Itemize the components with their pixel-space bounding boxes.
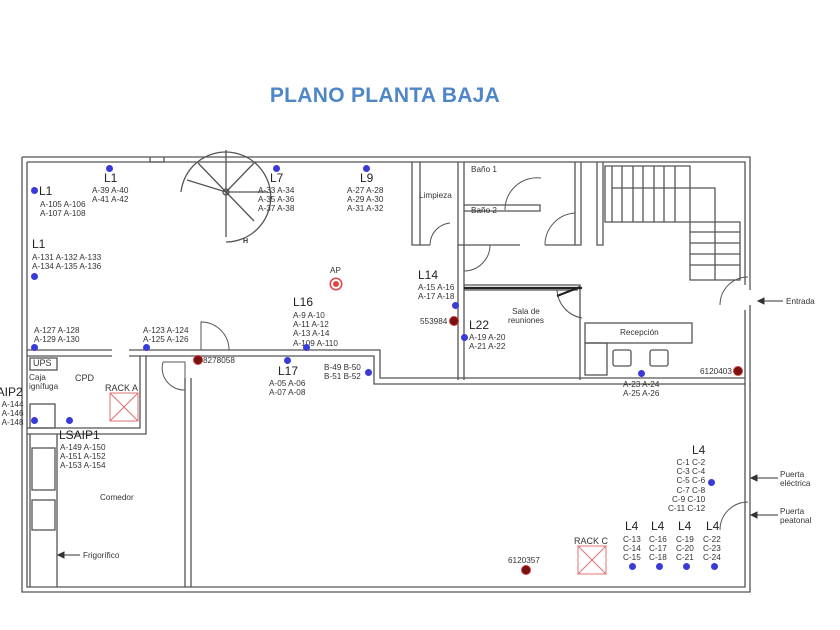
rack-c-label: RACK C [574,536,609,546]
point-name: L16 [293,295,314,309]
point-ports: C-1 C-2 C-3 C-4 C-5 C-6 C-7 C-8 C-9 C-10… [668,458,706,514]
point-name: L1 [39,184,53,198]
network-port-icon[interactable] [711,563,718,570]
point-name: L1 [104,171,118,185]
point-ports: B-49 B-50 B-51 B-52 [324,363,361,382]
point-ports: A-05 A-06 A-07 A-08 [269,379,306,398]
access-point-icon[interactable] [331,279,341,289]
room-bano-2: Baño 2 [471,206,497,215]
room-comedor: Comedor [100,493,134,502]
spiral-staircase [180,151,272,243]
point-ports: C-13 C-14 C-15 [623,535,641,563]
point-name: L4 [625,519,639,533]
rack-a-symbol [109,392,139,422]
stair-mark: H [243,238,249,245]
network-port-icon[interactable] [452,302,459,309]
network-port-icon[interactable] [143,344,150,351]
point-ports: A-23 A-24 A-25 A-26 [623,380,660,399]
network-port-icon[interactable] [638,370,645,377]
network-port-icon[interactable] [31,187,38,194]
point-name: L7 [270,171,284,185]
point-ports: A-143 A-144 A-145 A-146 A-147 A-148 [1,400,24,428]
room-recepcion: Recepción [620,328,659,337]
point-ports: C-22 C-23 C-24 [703,535,721,563]
rack-a-label: RACK A [105,383,139,393]
network-port-icon[interactable] [31,273,38,280]
point-ports: A-123 A-124 A-125 A-126 [143,326,189,345]
network-port-icon[interactable] [31,417,38,424]
point-ports: A-9 A-10 A-11 A-12 A-13 A-14 A-109 A-110 [293,311,338,348]
staircase [604,165,691,223]
camera-icon[interactable] [449,316,459,326]
point-ports: A-27 A-28 A-29 A-30 A-31 A-32 [347,186,384,214]
room-ups: UPS [33,358,52,368]
network-port-icon[interactable] [363,165,370,172]
cpd-walls [27,349,112,357]
network-port-icon[interactable] [461,334,468,341]
network-port-icon[interactable] [284,357,291,364]
point-ports: C-19 C-20 C-21 [676,535,694,563]
camera-id: 6120403 [700,367,732,376]
ap-label: AP [330,266,341,275]
network-port-icon[interactable] [31,344,38,351]
point-ports: A-15 A-16 A-17 A-18 [418,283,455,302]
camera-id: 553984 [420,317,448,326]
point-name: L4 [651,519,665,533]
caja-ignifuga-label: Caja ignífuga [29,373,59,391]
entrada-label: Entrada [786,297,815,306]
camera-icon[interactable] [193,355,203,365]
point-name: L4 [678,519,692,533]
network-port-icon[interactable] [273,165,280,172]
point-ports: A-105 A-106 A-107 A-108 [40,200,86,219]
point-name: LSAIP1 [59,428,100,442]
point-name: L14 [418,268,439,282]
network-port-icon[interactable] [683,563,690,570]
outer-wall [22,156,751,290]
point-name: L4 [692,443,706,457]
point-ports: A-131 A-132 A-133 A-134 A-135 A-136 [32,253,102,272]
room-cpd: CPD [75,373,95,383]
room-limpieza: Limpieza [419,191,452,200]
network-port-icon[interactable] [66,417,73,424]
puerta-electrica-label: Puerta eléctrica [780,470,811,488]
network-port-icon[interactable] [365,369,372,376]
point-ports: C-16 C-17 C-18 [649,535,667,563]
room-sala-reuniones: Sala de reuniones [508,307,544,325]
frigorifico-label: Frigorífico [83,551,120,560]
camera-id: 6120357 [508,556,540,565]
network-port-icon[interactable] [629,563,636,570]
reception-counter [584,322,693,344]
point-name: L17 [278,364,299,378]
point-name: L1 [32,237,46,251]
point-ports: A-19 A-20 A-21 A-22 [469,333,506,352]
point-ports: A-127 A-128 A-129 A-130 [34,326,80,345]
point-name: L4 [706,519,720,533]
point-ports: A-149 A-150 A-151 A-152 A-153 A-154 [60,443,106,471]
point-name: LSAIP2 [0,385,23,399]
network-port-icon[interactable] [708,479,715,486]
network-port-icon[interactable] [303,344,310,351]
page-title: PLANO PLANTA BAJA [269,84,501,107]
camera-id: 8278058 [203,356,235,365]
point-ports: A-39 A-40 A-41 A-42 [92,186,129,205]
network-port-icon[interactable] [106,165,113,172]
camera-icon[interactable] [521,565,531,575]
network-port-icon[interactable] [656,563,663,570]
point-ports: A-33 A-34 A-35 A-36 A-37 A-38 [258,186,295,214]
bathroom-walls [411,162,421,246]
puerta-peatonal-label: Puerta peatonal [780,507,812,525]
camera-icon[interactable] [733,366,743,376]
rack-c-symbol [577,545,607,575]
point-name: L9 [360,171,374,185]
room-bano-1: Baño 1 [471,165,497,174]
point-name: L22 [469,318,490,332]
